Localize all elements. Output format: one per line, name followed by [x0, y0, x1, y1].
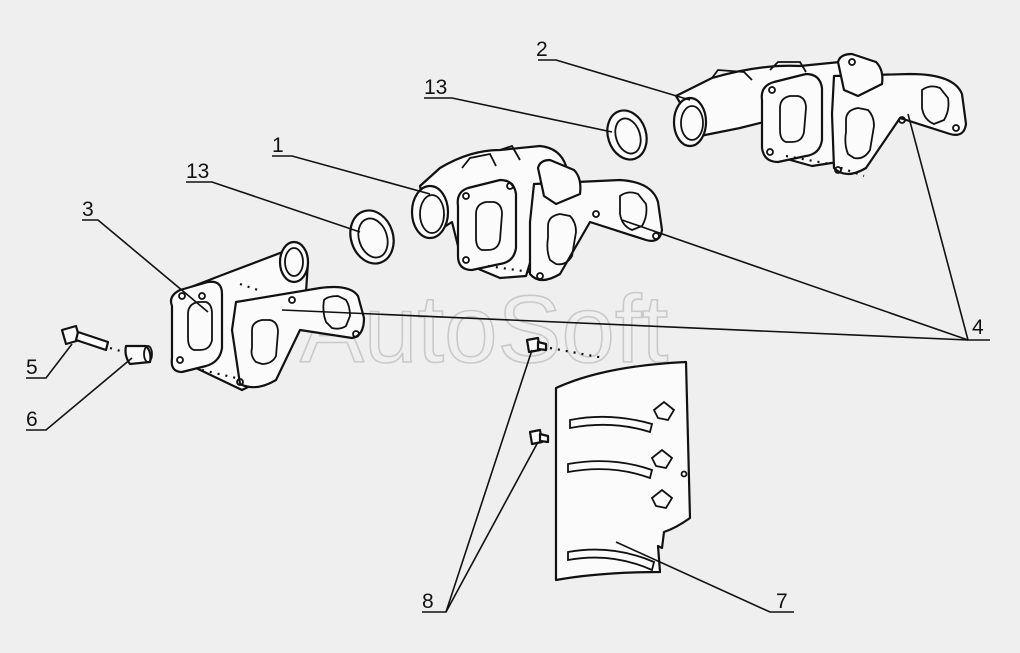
callout-label-5: 5	[26, 356, 38, 379]
manifold-section-front	[672, 52, 968, 178]
spacer-sleeve	[124, 344, 153, 366]
callout-label-3: 3	[82, 198, 94, 221]
callout-label-7: 7	[776, 590, 788, 613]
callout-label-6: 6	[26, 408, 38, 431]
bolt	[60, 324, 125, 354]
seal-ring-1	[349, 209, 395, 265]
callout-label-2: 2	[536, 38, 548, 61]
callout-label-4: 4	[972, 316, 984, 339]
callout-labels: 1 2 3 4 5 6 7 8 13 13	[26, 38, 984, 613]
callout-label-8: 8	[422, 590, 434, 613]
manifold-section-middle	[410, 144, 664, 282]
screw-upper	[525, 336, 605, 360]
seal-ring-2	[606, 109, 648, 161]
screw-lower	[528, 428, 550, 446]
leader-lines	[26, 59, 990, 613]
heat-shield	[554, 360, 692, 582]
callout-label-1: 1	[272, 134, 284, 157]
callout-label-13-top: 13	[424, 76, 447, 99]
callout-label-13-left: 13	[186, 160, 209, 183]
